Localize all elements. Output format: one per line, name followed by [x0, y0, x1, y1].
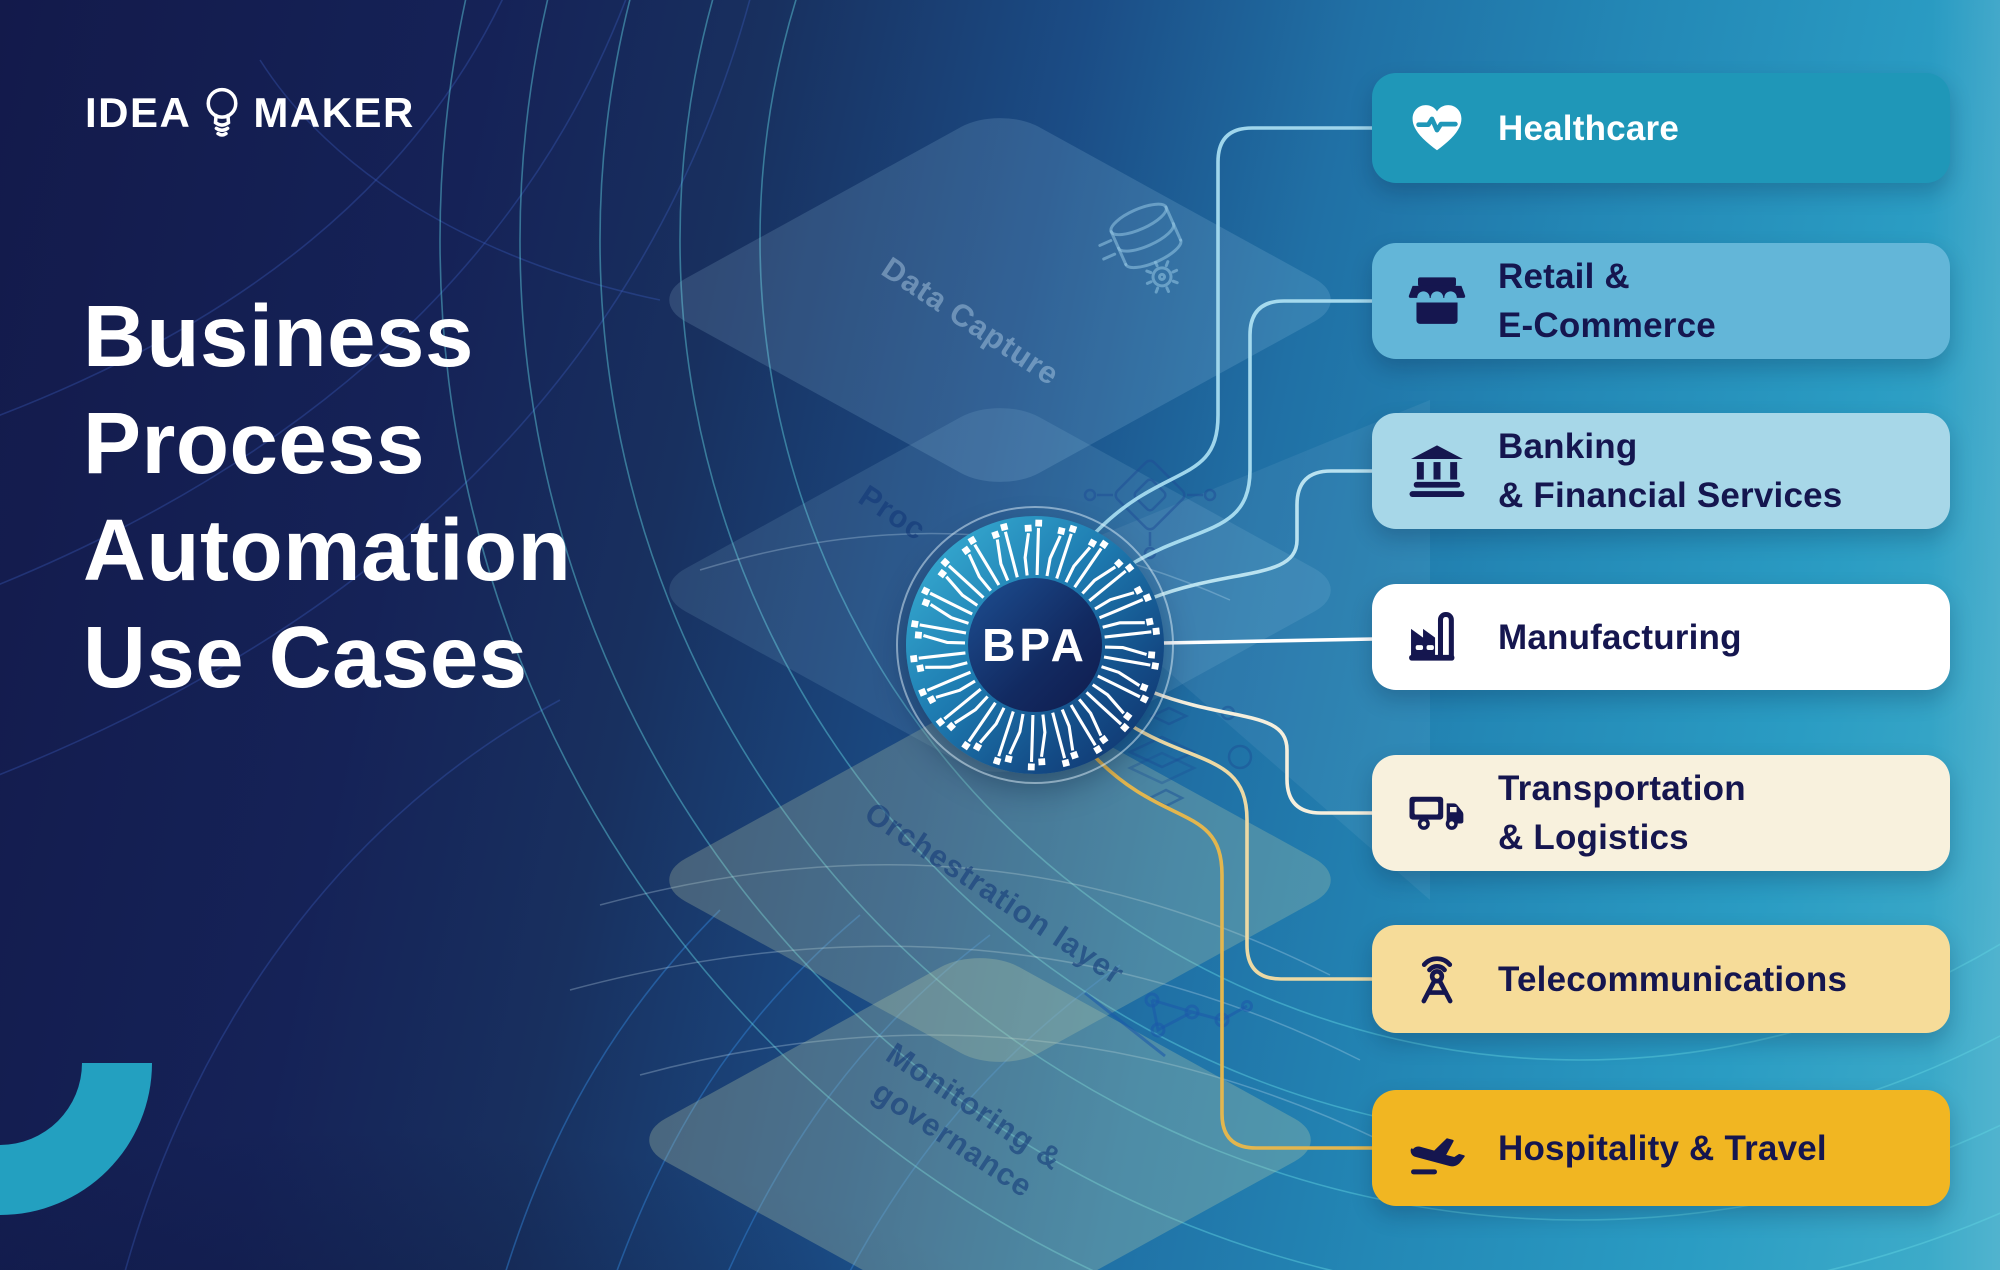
industry-card-telecommunications: Telecommunications [1372, 925, 1950, 1033]
bpa-hub: BPA [895, 505, 1175, 785]
idea-maker-logo: IDEA MAKER [85, 82, 415, 148]
industry-card-hospitality: Hospitality & Travel [1372, 1090, 1950, 1206]
connector-transportation [1150, 690, 1376, 815]
title-line-4: Use Cases [83, 609, 528, 706]
database-gear-icon [1098, 202, 1183, 294]
logo-text-maker: MAKER [253, 89, 415, 136]
industry-card-healthcare: Healthcare [1372, 73, 1950, 183]
light-wedge [1040, 400, 1430, 900]
industry-card-manufacturing: Manufacturing [1372, 584, 1950, 690]
connector-telecommunications [1128, 723, 1376, 981]
page-title: Business Process Automation Use Cases [83, 283, 571, 711]
lightbulb-icon [206, 87, 238, 137]
logo-text-idea: IDEA [85, 89, 192, 136]
industry-card-label: Telecommunications [1498, 959, 1848, 999]
industry-card-label: Hospitality & Travel [1498, 1128, 1827, 1168]
factory-icon [1406, 606, 1468, 668]
bpa-hub-core: BPA [968, 578, 1102, 712]
title-line-3: Automation [83, 502, 572, 599]
title-line-2: Process [83, 395, 426, 492]
bpa-label: BPA [982, 619, 1088, 671]
antenna-icon [1406, 948, 1468, 1010]
title-line-1: Business [83, 288, 474, 385]
connector-healthcare [1094, 126, 1376, 534]
industry-card-label: Manufacturing [1498, 617, 1742, 657]
industry-card-label: Transportation & Logistics [1498, 769, 1746, 857]
bank-icon [1406, 440, 1468, 502]
industry-card-banking: Banking & Financial Services [1372, 413, 1950, 529]
bpa-hub-outer-ring [896, 506, 1174, 784]
connector-banking [1150, 469, 1376, 600]
industry-card-label: Banking & Financial Services [1498, 427, 1843, 515]
connector-manufacturing [1161, 637, 1376, 645]
storefront-icon [1406, 270, 1468, 332]
truck-icon [1406, 782, 1468, 844]
industry-card-label: Healthcare [1498, 108, 1679, 148]
plane-landing-icon [1406, 1117, 1468, 1179]
industry-card-label: Retail & E-Commerce [1498, 257, 1716, 345]
heart-pulse-icon [1406, 97, 1468, 159]
connector-hospitality [1094, 756, 1376, 1150]
connector-retail [1128, 299, 1376, 567]
industry-card-retail: Retail & E-Commerce [1372, 243, 1950, 359]
industry-card-transportation: Transportation & Logistics [1372, 755, 1950, 871]
